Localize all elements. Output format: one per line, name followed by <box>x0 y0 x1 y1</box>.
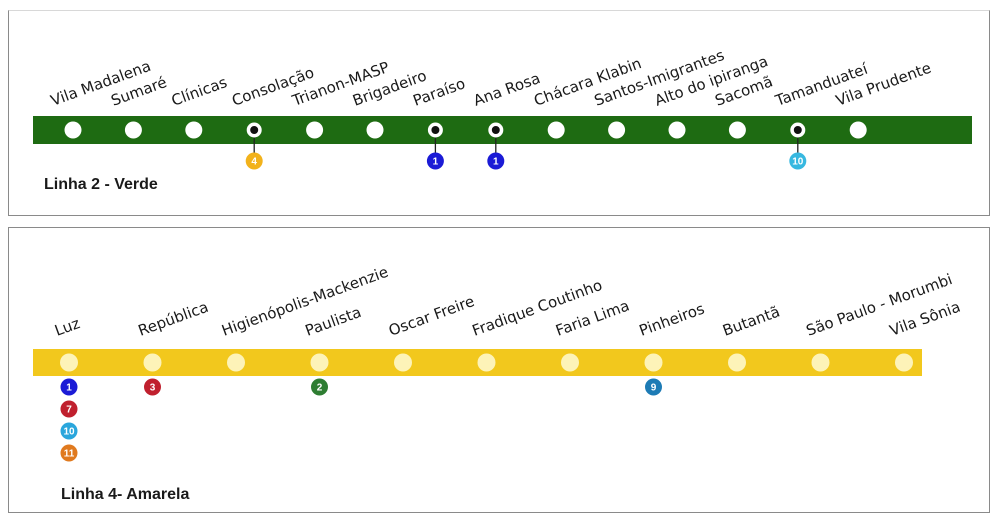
connection-badge-line-10: 10 <box>789 152 807 170</box>
connection-badge-line-1: 1 <box>60 378 78 396</box>
station-label: Clínicas <box>169 73 230 110</box>
badge-number: 1 <box>493 157 499 168</box>
station-luz[interactable]: Luz 1 7 10 11 <box>52 314 82 462</box>
station-dot <box>849 121 867 139</box>
station-republica[interactable]: República 3 <box>136 298 211 396</box>
station-dot <box>477 353 496 372</box>
station-dot <box>728 121 746 139</box>
station-label: Butantã <box>720 303 782 340</box>
station-dot <box>668 121 686 139</box>
station-dot <box>60 353 78 372</box>
connection-badge-line-3: 3 <box>144 378 161 396</box>
station-dot <box>547 121 565 139</box>
station-dot <box>811 353 830 372</box>
badge-number: 4 <box>251 157 257 168</box>
station-dot <box>185 121 203 139</box>
badge-circle <box>60 444 78 462</box>
badge-number: 7 <box>66 405 72 416</box>
station-clinicas[interactable]: Clínicas <box>169 73 230 139</box>
station-label: São Paulo - Morumbi <box>804 270 955 340</box>
badge-circle <box>426 152 444 170</box>
badge-number: 1 <box>433 157 439 168</box>
badge-circle <box>311 378 328 396</box>
badge-number: 3 <box>150 383 156 394</box>
station-label: Ana Rosa <box>471 69 543 110</box>
connection-badge-line-7: 7 <box>60 400 78 418</box>
badge-number: 10 <box>792 157 804 168</box>
station-dot <box>608 121 626 139</box>
station-dot <box>310 353 329 372</box>
station-dot <box>306 121 324 139</box>
badge-circle <box>60 378 78 396</box>
station-dot <box>561 353 579 372</box>
line-4-title: Linha 4- Amarela <box>61 486 190 503</box>
connection-badge-line-2: 2 <box>311 378 328 396</box>
station-dot <box>124 121 142 139</box>
interchange-dot <box>250 126 259 134</box>
badge-circle <box>789 152 807 170</box>
badge-circle <box>487 152 505 170</box>
interchange-dot <box>491 126 500 134</box>
station-dot <box>143 353 162 372</box>
connection-badge-line-9: 9 <box>645 378 662 396</box>
station-dot <box>644 353 663 372</box>
badge-circle <box>645 378 662 396</box>
connection-badge-line-11: 11 <box>60 444 78 462</box>
badge-number: 10 <box>63 427 75 438</box>
badge-number: 1 <box>66 383 72 394</box>
connection-badge-line-10: 10 <box>60 422 78 440</box>
station-dot <box>728 353 746 372</box>
interchange-dot <box>793 126 802 134</box>
line-2-title: Linha 2 - Verde <box>44 176 158 193</box>
station-dot <box>366 121 384 139</box>
badge-circle <box>245 152 263 170</box>
connection-badge-line-1: 1 <box>426 152 444 170</box>
station-dot <box>227 353 245 372</box>
station-dot <box>64 121 82 139</box>
station-label: Oscar Freire <box>386 292 477 340</box>
badge-number: 9 <box>651 383 657 394</box>
interchange-dot <box>431 126 440 134</box>
badge-circle <box>60 400 78 418</box>
station-label: República <box>136 298 211 340</box>
station-pinheiros[interactable]: Pinheiros 9 <box>637 299 707 396</box>
connection-badge-line-4: 4 <box>245 152 263 170</box>
connection-badge-line-1: 1 <box>487 152 505 170</box>
station-label: Paulista <box>303 303 364 340</box>
station-label: Luz <box>52 314 82 340</box>
line-4-amarela-map: Luz171011República3Higienópolis-Mackenzi… <box>33 263 963 462</box>
badge-circle <box>144 378 161 396</box>
badge-number: 2 <box>317 383 323 394</box>
station-dot <box>394 353 412 372</box>
badge-circle <box>60 422 78 440</box>
station-dot <box>895 353 913 372</box>
station-vila-sonia[interactable]: Vila Sônia <box>887 298 963 372</box>
station-label: Pinheiros <box>637 299 707 339</box>
badge-number: 11 <box>64 449 75 460</box>
